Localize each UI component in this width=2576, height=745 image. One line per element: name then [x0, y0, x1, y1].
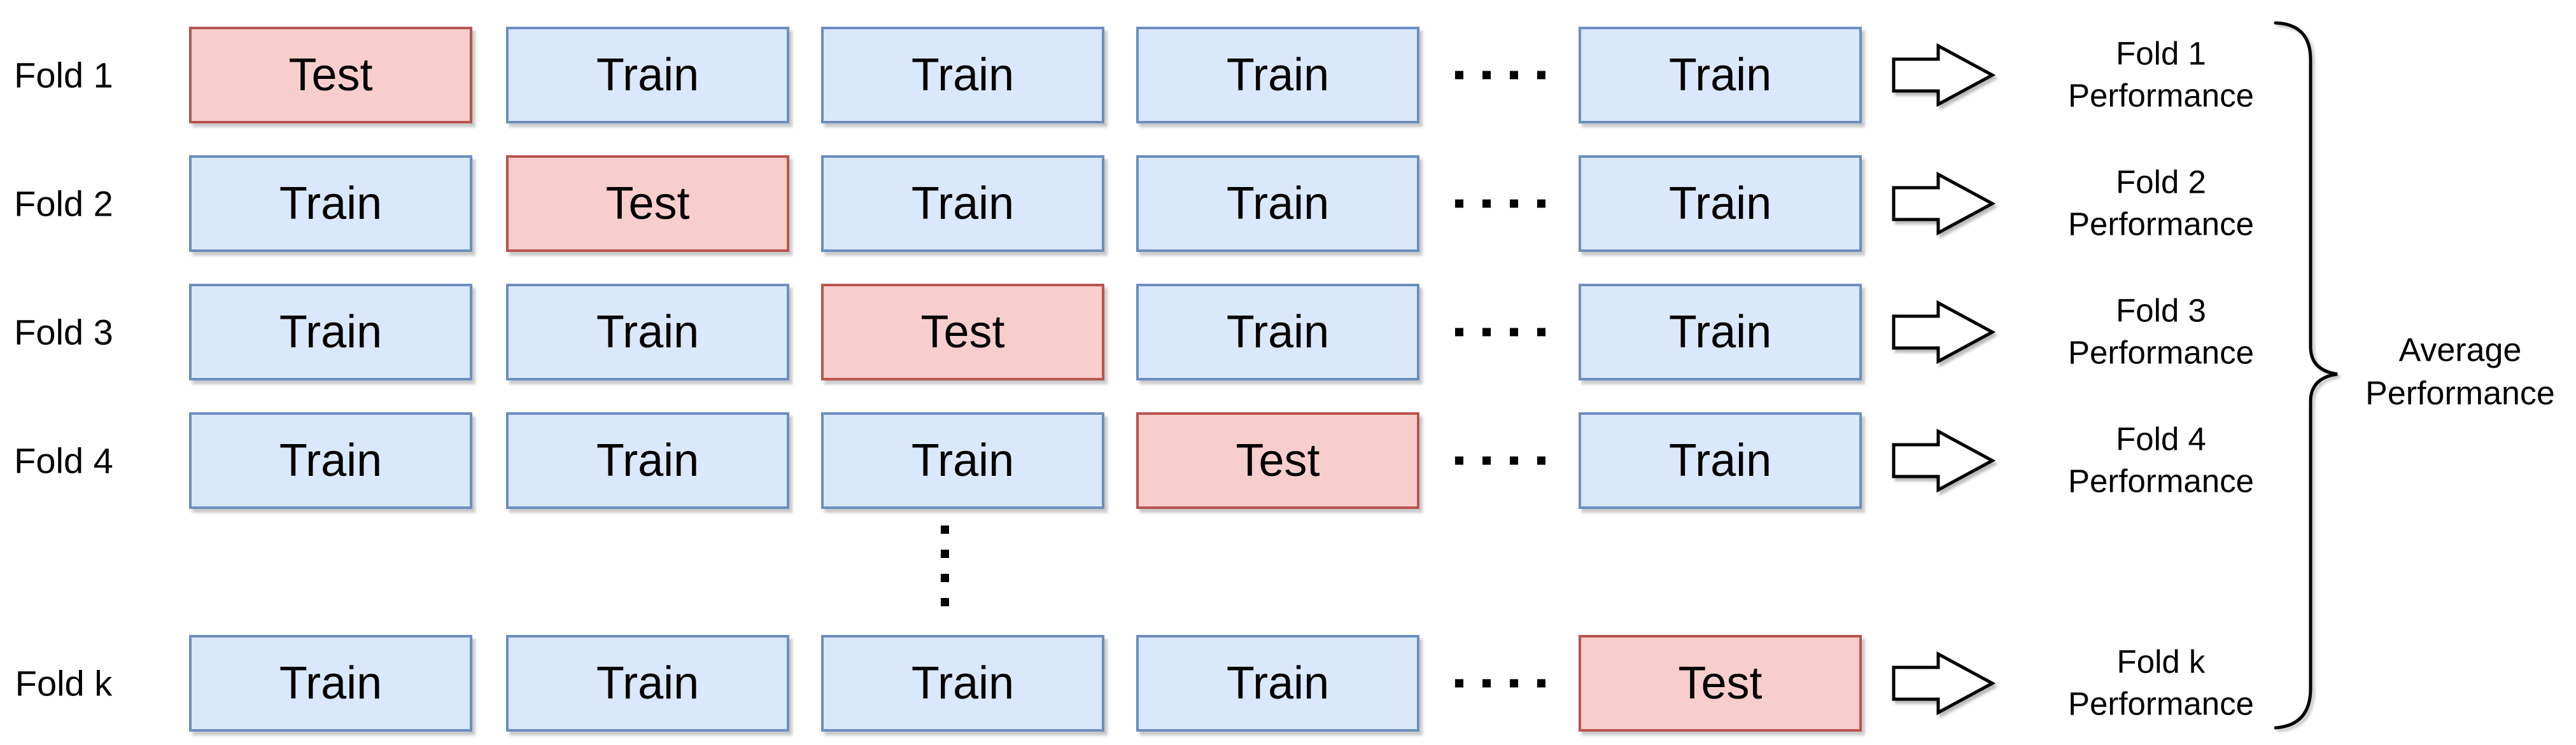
fold-row-3: Fold 3 Train Train Test Train Train Fold…: [0, 284, 2576, 380]
fold-row-4: Fold 4 Train Train Train Test Train Fold…: [0, 412, 2576, 509]
fold-box: Train: [189, 284, 472, 380]
average-performance-line2: Performance: [2365, 375, 2555, 412]
performance-label: Fold k Performance: [2056, 641, 2266, 726]
fold-box: Train: [1136, 155, 1419, 252]
fold-box: Train: [506, 27, 789, 123]
ellipsis-horizontal-icon: [1455, 71, 1545, 80]
performance-label-line1: Fold 1: [2116, 35, 2206, 72]
fold-row-k: Fold k Train Train Train Train Test Fold…: [0, 635, 2576, 732]
fold-row-label: Fold 3: [14, 312, 113, 352]
performance-label-line2: Performance: [2068, 206, 2254, 242]
performance-label: Fold 3 Performance: [2056, 290, 2266, 375]
arrow-right-icon: [1892, 172, 1995, 235]
fold-box: Train: [506, 635, 789, 732]
arrow-right-icon: [1892, 300, 1995, 364]
fold-box: Test: [821, 284, 1104, 380]
fold-box: Train: [1579, 27, 1862, 123]
performance-label: Fold 1 Performance: [2056, 33, 2266, 118]
fold-box: Train: [189, 155, 472, 252]
fold-box: Train: [821, 412, 1104, 509]
fold-row-label: Fold k: [15, 663, 113, 704]
fold-row-label: Fold 1: [14, 55, 113, 95]
ellipsis-vertical-icon: [941, 526, 949, 606]
fold-row-1: Fold 1 Test Train Train Train Train Fold…: [0, 27, 2576, 123]
performance-label-line2: Performance: [2068, 335, 2254, 371]
fold-box: Train: [1136, 635, 1419, 732]
performance-label-line1: Fold 4: [2116, 421, 2206, 457]
arrow-right-icon: [1892, 429, 1995, 492]
ellipsis-horizontal-icon: [1455, 328, 1545, 337]
ellipsis-horizontal-icon: [1455, 456, 1545, 465]
performance-label-line2: Performance: [2068, 463, 2254, 499]
fold-box: Train: [1579, 412, 1862, 509]
ellipsis-horizontal-icon: [1455, 679, 1545, 688]
performance-label-line2: Performance: [2068, 686, 2254, 722]
fold-box: Train: [189, 412, 472, 509]
fold-box: Train: [506, 412, 789, 509]
fold-row-label: Fold 4: [14, 440, 113, 481]
fold-box: Test: [189, 27, 472, 123]
average-performance-label: Average Performance: [2355, 329, 2565, 415]
performance-label: Fold 4 Performance: [2056, 419, 2266, 503]
fold-box: Train: [189, 635, 472, 732]
performance-label-line2: Performance: [2068, 78, 2254, 114]
fold-box: Train: [821, 27, 1104, 123]
average-performance-line1: Average: [2398, 331, 2522, 369]
fold-box: Train: [1136, 27, 1419, 123]
fold-box: Train: [821, 635, 1104, 732]
curly-brace-icon: [2274, 21, 2338, 730]
fold-box: Train: [506, 284, 789, 380]
ellipsis-horizontal-icon: [1455, 199, 1545, 208]
performance-label-line1: Fold 3: [2116, 292, 2206, 329]
fold-box: Test: [1136, 412, 1419, 509]
fold-box: Train: [1136, 284, 1419, 380]
performance-label-line1: Fold k: [2116, 643, 2206, 680]
fold-row-2: Fold 2 Train Test Train Train Train Fold…: [0, 155, 2576, 252]
fold-box: Test: [1579, 635, 1862, 732]
performance-label-line1: Fold 2: [2116, 164, 2206, 200]
arrow-right-icon: [1892, 43, 1995, 107]
arrow-right-icon: [1892, 651, 1995, 715]
fold-box: Train: [821, 155, 1104, 252]
fold-box: Train: [1579, 155, 1862, 252]
fold-box: Train: [1579, 284, 1862, 380]
performance-label: Fold 2 Performance: [2056, 162, 2266, 246]
fold-box: Test: [506, 155, 789, 252]
fold-row-label: Fold 2: [14, 183, 113, 224]
